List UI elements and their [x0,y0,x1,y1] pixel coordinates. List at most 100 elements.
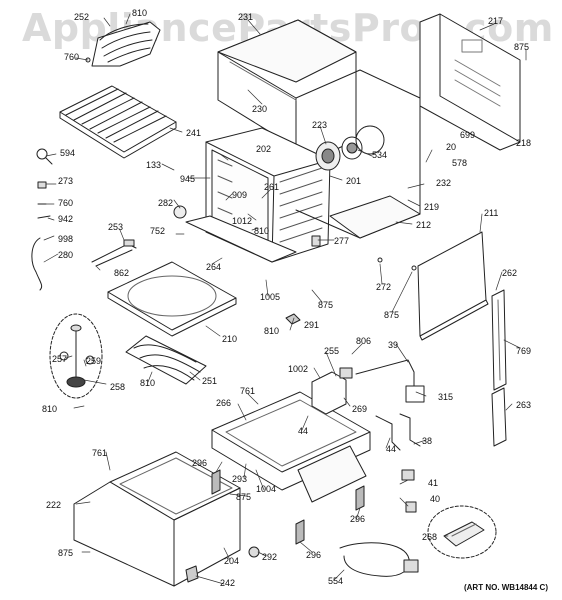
right-side-panel[interactable] [417,231,489,341]
callout-292[interactable]: 292 [262,552,278,562]
callout-44a[interactable]: 44 [298,426,309,436]
cavity-bottom-trim[interactable] [185,215,297,263]
oven-bottom-panel[interactable] [107,261,237,337]
callout-291[interactable]: 291 [304,320,320,330]
callout-241[interactable]: 241 [186,128,202,138]
storage-drawer[interactable] [73,451,241,587]
callout-210[interactable]: 210 [222,334,238,344]
callout-760b[interactable]: 760 [58,198,74,208]
callout-810[interactable]: 810 [132,8,148,18]
callout-255[interactable]: 255 [324,346,340,356]
callout-259[interactable]: 259 [86,356,102,366]
callout-219[interactable]: 219 [424,202,440,212]
callout-261[interactable]: 261 [264,182,280,192]
callout-273[interactable]: 273 [58,176,74,186]
callout-296c[interactable]: 296 [306,550,322,560]
callout-212[interactable]: 212 [416,220,432,230]
callout-875b[interactable]: 875 [318,300,334,310]
callout-810b[interactable]: 810 [254,226,270,236]
convection-fan-assembly[interactable] [315,136,363,171]
callout-293[interactable]: 293 [232,474,248,484]
callout-1004[interactable]: 1004 [256,484,277,494]
callout-257[interactable]: 257 [52,354,68,364]
temperature-sensor-parts[interactable] [31,148,53,291]
callout-262[interactable]: 262 [502,268,518,278]
callout-263[interactable]: 263 [516,400,532,410]
callout-202[interactable]: 202 [256,144,272,154]
callout-875d[interactable]: 875 [236,492,252,502]
callout-810e[interactable]: 810 [42,404,58,414]
callout-296b[interactable]: 296 [350,514,366,524]
callout-268[interactable]: 268 [422,532,438,542]
callout-258[interactable]: 258 [110,382,126,392]
callout-699[interactable]: 699 [460,130,476,140]
callout-20[interactable]: 20 [446,142,457,152]
callout-875e[interactable]: 875 [58,548,74,558]
callout-810d[interactable]: 810 [140,378,156,388]
callout-252[interactable]: 252 [74,12,90,22]
callout-230[interactable]: 230 [252,104,268,114]
power-cord[interactable] [339,542,419,577]
callout-1012[interactable]: 1012 [232,216,253,226]
callout-554[interactable]: 554 [328,576,344,586]
callout-211[interactable]: 211 [484,208,499,218]
callout-222[interactable]: 222 [46,500,62,510]
callout-272[interactable]: 272 [376,282,392,292]
callout-280[interactable]: 280 [58,250,74,260]
wire-harness[interactable] [91,239,137,267]
callout-769[interactable]: 769 [516,346,532,356]
callout-231[interactable]: 231 [238,12,254,22]
callout-266[interactable]: 266 [216,398,232,408]
callout-38[interactable]: 38 [422,436,433,446]
callout-133[interactable]: 133 [146,160,162,170]
callout-752[interactable]: 752 [150,226,166,236]
callout-761[interactable]: 761 [240,386,256,396]
callout-945[interactable]: 945 [180,174,196,184]
callout-534[interactable]: 534 [372,150,388,160]
callout-201[interactable]: 201 [346,176,362,186]
callout-1005[interactable]: 1005 [260,292,281,302]
callout-942[interactable]: 942 [58,214,74,224]
leveling-legs[interactable] [185,469,365,583]
callout-1002[interactable]: 1002 [288,364,309,374]
callout-242[interactable]: 242 [220,578,236,588]
callout-296a[interactable]: 296 [192,458,208,468]
inner-cabinet-frame[interactable] [295,69,421,239]
callout-875c[interactable]: 875 [384,310,400,320]
callout-232[interactable]: 232 [436,178,452,188]
callout-277[interactable]: 277 [334,236,350,246]
callout-217[interactable]: 217 [488,16,504,26]
callout-251[interactable]: 251 [202,376,218,386]
callout-44b[interactable]: 44 [386,444,397,454]
bake-element-top[interactable] [85,21,161,67]
callout-806[interactable]: 806 [356,336,372,346]
callout-264[interactable]: 264 [206,262,222,272]
oven-rack[interactable] [59,85,177,159]
callout-315[interactable]: 315 [438,392,454,402]
callout-875[interactable]: 875 [514,42,530,52]
callout-223[interactable]: 223 [312,120,328,130]
callout-594[interactable]: 594 [60,148,76,158]
callout-39[interactable]: 39 [388,340,399,350]
hidden-element-assembly[interactable] [49,313,103,399]
relay-block[interactable] [311,359,425,415]
callout-41[interactable]: 41 [428,478,439,488]
callout-204[interactable]: 204 [224,556,240,566]
broil-element[interactable] [125,335,207,385]
terminal-block-detail[interactable] [427,505,497,559]
callout-218[interactable]: 218 [516,138,532,148]
callout-253[interactable]: 253 [108,222,124,232]
callout-40[interactable]: 40 [430,494,441,504]
lower-wire-harness[interactable] [375,413,421,513]
callout-760[interactable]: 760 [64,52,80,62]
callout-269[interactable]: 269 [352,404,368,414]
callout-282[interactable]: 282 [158,198,174,208]
callout-761b[interactable]: 761 [92,448,108,458]
side-trim-upper[interactable] [491,289,507,391]
callout-578[interactable]: 578 [452,158,468,168]
callout-909[interactable]: 909 [232,190,248,200]
callout-810c[interactable]: 810 [264,326,280,336]
misc-small-hardware[interactable] [173,205,417,325]
callout-998[interactable]: 998 [58,234,74,244]
side-trim-lower[interactable] [491,387,507,447]
